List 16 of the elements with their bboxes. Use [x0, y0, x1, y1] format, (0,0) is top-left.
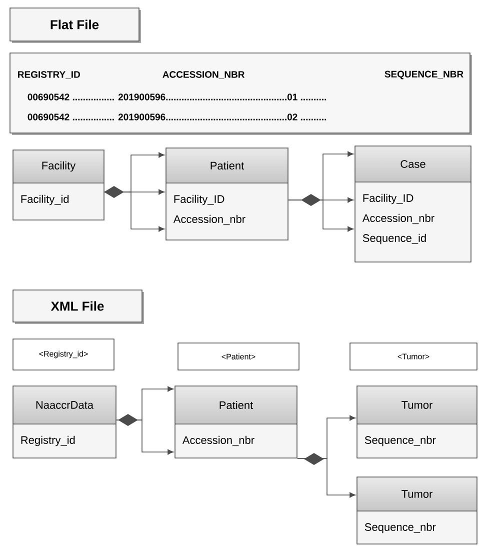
- title-box: XML File: [12, 290, 144, 324]
- tag-box: <Patient>: [178, 342, 300, 370]
- record-box: REGISTRY_ID ACCESSION_NBR SEQUENCE_NBR 00690542 ................ 201900596..............................................01 .......... 00690542 ................ 201900596..............................................02 ..........: [10, 52, 472, 135]
- entity-box: Patient Facility_ID Accession_nbr: [166, 148, 288, 240]
- title-box: Flat File: [10, 8, 141, 43]
- arrow: [297, 458, 356, 498]
- entity-box: NaaccrData Registry_id: [12, 386, 116, 458]
- entity-box: Case Facility_ID Accession_nbr Sequence_id: [354, 146, 472, 262]
- arrow: [116, 420, 174, 455]
- tag-box: <Tumor>: [350, 342, 478, 370]
- arrow: [288, 200, 354, 232]
- tag-box: <Registry_id>: [12, 338, 114, 370]
- entity-box: Facility Facility_id: [12, 150, 104, 220]
- entity-box: Patient Accession_nbr: [174, 386, 298, 458]
- entity-box: Tumor Sequence_nbr: [356, 476, 478, 544]
- entity-box: Tumor Sequence_nbr: [356, 386, 478, 458]
